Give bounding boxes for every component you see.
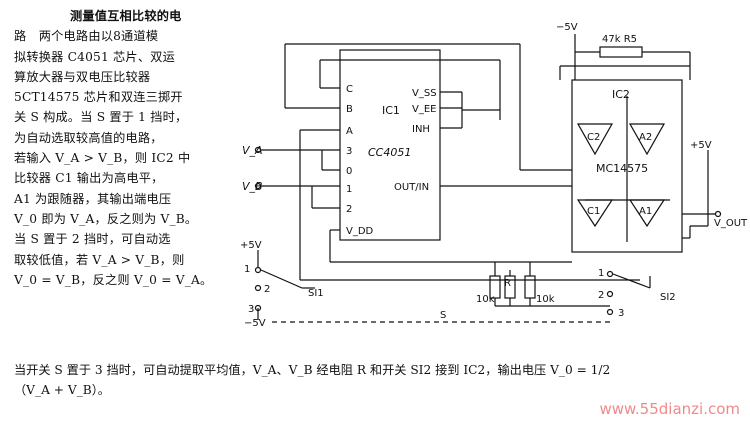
resistor-r5-label: 47k R5 — [602, 34, 637, 45]
ic2-body — [571, 79, 683, 253]
bottom-text: 当开关 S 置于 3 挡时，可自动提取平均值，V_A、V_B 经电阻 R 和开关… — [14, 360, 610, 400]
text-line: 取较低值，若 V_A > V_B，则 — [14, 252, 185, 267]
resistor-r-label: R — [504, 278, 511, 289]
switch-s12-pos-2: 2 — [598, 290, 604, 301]
switch-s11-pos-3: 3 — [248, 304, 254, 315]
ic1-pin-c: C — [346, 84, 353, 95]
ic1-pin-vdd: V_DD — [346, 226, 374, 237]
text-line: A1 为跟随器，其输出端电压 — [14, 191, 172, 206]
switch-s11-label: SI1 — [308, 288, 324, 299]
ic1-pin-2: 2 — [346, 204, 352, 215]
bottom-line: 当开关 S 置于 3 挡时，可自动提取平均值，V_A、V_B 经电阻 R 和开关… — [14, 363, 611, 377]
text-line: 关 S 构成。当 S 置于 1 挡时， — [14, 110, 188, 125]
ic1-pin-b: B — [346, 104, 353, 115]
ic1-pin-out-in: OUT/IN — [394, 182, 429, 193]
text-line: 当 S 置于 2 挡时，可自动选 — [14, 232, 171, 247]
text-line: 拟转换器 C4051 芯片、双运 — [14, 49, 175, 64]
resistor-10k-2 — [524, 275, 536, 299]
ic1-pin-vee: V_EE — [412, 104, 436, 115]
ic1-name: IC1 — [382, 104, 400, 117]
switch-s12-label: SI2 — [660, 292, 676, 303]
text-line: 若输入 V_A > V_B，则 IC2 中 — [14, 151, 191, 166]
output-label: V_OUT — [714, 218, 748, 229]
ic1-pin-a: A — [346, 126, 353, 137]
switch-s11-pos-1: 1 — [244, 264, 250, 275]
watermark: www.55dianzi.com — [599, 400, 740, 418]
ic1-part: CC4051 — [368, 146, 411, 159]
switch-s11-pos-2: 2 — [264, 284, 270, 295]
comparator-c1 — [576, 199, 614, 228]
amplifier-a1 — [628, 199, 666, 228]
switch-s12-pos-1: 1 — [598, 268, 604, 279]
ic1-pin-vss: V_SS — [412, 88, 437, 99]
description-text: 测量值互相比较的电 路 两个电路由以8通道模 拟转换器 C4051 芯片、双运 … — [14, 6, 236, 290]
switch-s12-pos-3: 3 — [618, 308, 624, 319]
text-line: V_0 = V_B，反之则 V_0 = V_A。 — [14, 272, 213, 287]
resistor-10k-2-label: 10k — [536, 294, 555, 305]
switch-gang-label: S — [440, 310, 446, 321]
resistor-r5 — [599, 46, 643, 58]
text-line: 算放大器与双电压比较器 — [14, 69, 151, 84]
ic1-pin-inh: INH — [412, 124, 430, 135]
ic1-body — [339, 49, 441, 241]
text-line: 路 两个电路由以8通道模 — [14, 29, 159, 44]
comparator-c2 — [576, 123, 614, 156]
supply-pos-right: +5V — [690, 140, 712, 151]
amplifier-a2-label: A2 — [639, 132, 652, 143]
comparator-c1-label: C1 — [587, 206, 600, 217]
text-line: V_0 即为 V_A，反之则为 V_B。 — [14, 211, 198, 226]
ic2-name: IC2 — [612, 88, 630, 101]
supply-pos-left: +5V — [240, 240, 262, 251]
ic1-pin-0: 0 — [346, 166, 352, 177]
ic1-pin-3: 3 — [346, 146, 352, 157]
text-line: 5CT14575 芯片和双连三掷开 — [14, 90, 183, 105]
ic1-pin-1: 1 — [346, 184, 352, 195]
resistor-10k-1-label: 10k — [476, 294, 495, 305]
ic2-part: MC14575 — [596, 162, 648, 175]
text-line: 为自动选取较高值的电路， — [14, 130, 163, 145]
input-va-label: V_A — [242, 144, 263, 157]
supply-neg-left: −5V — [244, 318, 266, 329]
bottom-line: （V_A + V_B）。 — [14, 383, 110, 397]
comparator-c2-label: C2 — [587, 132, 600, 143]
circuit-title: 测量值互相比较的电 — [70, 9, 182, 23]
input-vb-label: V_B — [242, 180, 263, 193]
supply-neg-top: −5V — [556, 22, 578, 33]
text-line: 比较器 C1 输出为高电平， — [14, 171, 164, 186]
amplifier-a2 — [628, 123, 666, 156]
amplifier-a1-label: A1 — [639, 206, 652, 217]
